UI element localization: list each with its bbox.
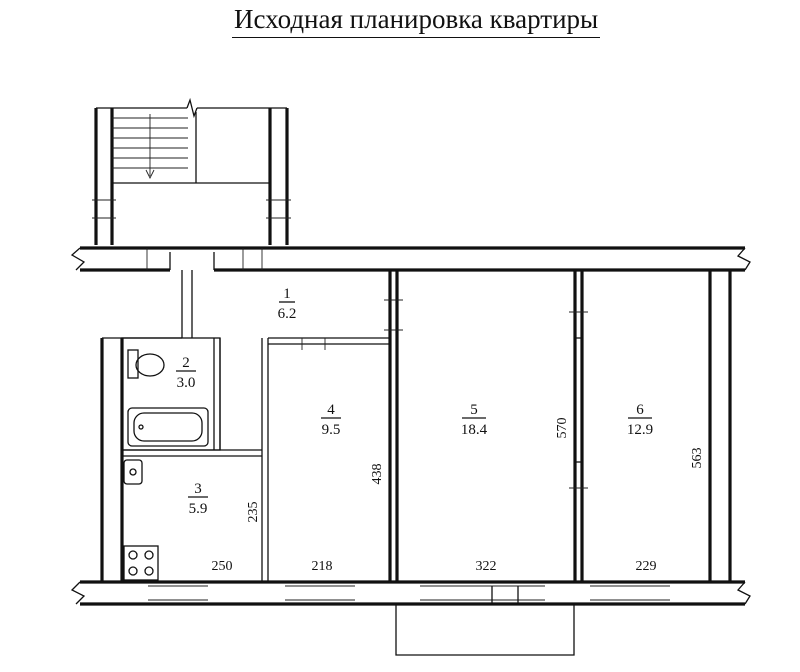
- room-4-number: 4: [327, 402, 335, 418]
- dim-room4-width: 218: [312, 559, 333, 574]
- room-3-area: 5.9: [189, 501, 208, 517]
- dim-room3-width: 250: [212, 559, 233, 574]
- dimension-labels: 250 235 218 438 322 570 229 563: [212, 418, 706, 575]
- room-5-area: 18.4: [461, 422, 488, 438]
- room-6-number: 6: [636, 402, 644, 418]
- dim-room5-width: 322: [476, 559, 497, 574]
- dim-room5-depth: 570: [555, 418, 570, 439]
- room-2-number: 2: [182, 355, 190, 371]
- fixtures: [123, 349, 209, 581]
- room-4-area: 9.5: [322, 422, 341, 438]
- outer-walls: [70, 246, 751, 656]
- plan-title: Исходная планировка квартиры: [232, 4, 601, 38]
- room-1-number: 1: [283, 286, 291, 302]
- room-6-area: 12.9: [627, 422, 653, 438]
- room-labels: 1 6.2 2 3.0 3 5.9 4 9.5 5 18.4 6 12.9: [176, 286, 653, 517]
- staircase: [92, 97, 291, 245]
- dim-room3-depth: 235: [246, 502, 261, 523]
- dim-room6-depth: 563: [690, 448, 705, 469]
- dim-room4-depth: 438: [370, 464, 385, 485]
- interior-walls: [121, 270, 588, 582]
- room-5-number: 5: [470, 402, 478, 418]
- room-3-number: 3: [194, 481, 202, 497]
- room-2-area: 3.0: [177, 375, 196, 391]
- room-1-area: 6.2: [278, 306, 297, 322]
- dim-room6-width: 229: [636, 559, 657, 574]
